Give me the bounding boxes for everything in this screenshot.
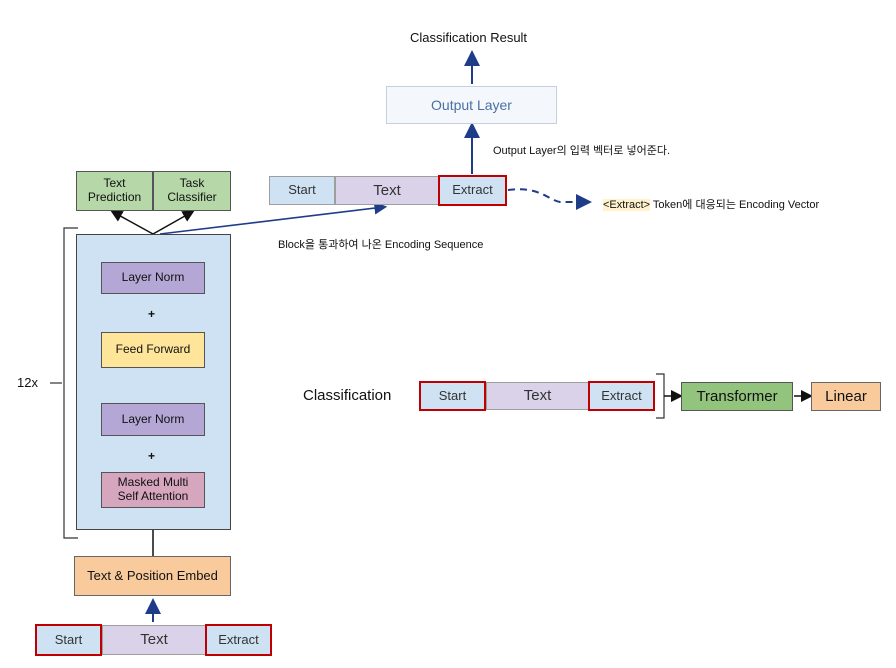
arrow-extract-to-note (507, 188, 592, 210)
plus-top-label: + (148, 307, 156, 321)
text-prediction-head: Text Prediction (76, 171, 153, 211)
classification-result-label: Classification Result (410, 30, 528, 45)
cls-seq-extract: Extract (588, 381, 655, 411)
cls-seq-start: Start (419, 381, 486, 411)
masked-self-attention: Masked Multi Self Attention (101, 472, 205, 508)
classification-bracket (656, 373, 665, 419)
input-seq-start: Start (35, 624, 102, 656)
plus-bottom-label: + (148, 449, 156, 463)
block-output-note: Block을 통과하여 나온 Encoding Sequence (278, 239, 484, 251)
layer-norm-top: Layer Norm (101, 262, 205, 294)
arrow-block-to-sequence (159, 201, 388, 235)
cls-seq-text: Text (486, 382, 589, 410)
feed-forward: Feed Forward (101, 332, 205, 368)
top-seq-start: Start (269, 176, 335, 205)
top-seq-extract: Extract (438, 175, 507, 206)
extract-vector-note: <Extract> Token에 대응되는 Encoding Vector (603, 196, 819, 212)
output-layer-note: Output Layer의 입력 벡터로 넣어준다. (493, 145, 671, 157)
input-seq-extract: Extract (205, 624, 272, 656)
layer-norm-bottom: Layer Norm (101, 403, 205, 436)
extract-note-rest: Token에 대응되는 Encoding Vector (650, 199, 820, 211)
extract-token-highlight: <Extract> (603, 199, 651, 211)
classification-label: Classification (303, 387, 392, 404)
transformer-box: Transformer (681, 382, 793, 411)
task-classifier-head: Task Classifier (153, 171, 231, 211)
linear-box: Linear (811, 382, 881, 411)
top-seq-text: Text (335, 176, 439, 205)
input-seq-text: Text (102, 625, 206, 655)
text-position-embed: Text & Position Embed (74, 556, 231, 596)
repeat-count: 12x (17, 375, 38, 390)
output-layer-box: Output Layer (386, 86, 557, 124)
repeat-bracket (63, 227, 78, 539)
